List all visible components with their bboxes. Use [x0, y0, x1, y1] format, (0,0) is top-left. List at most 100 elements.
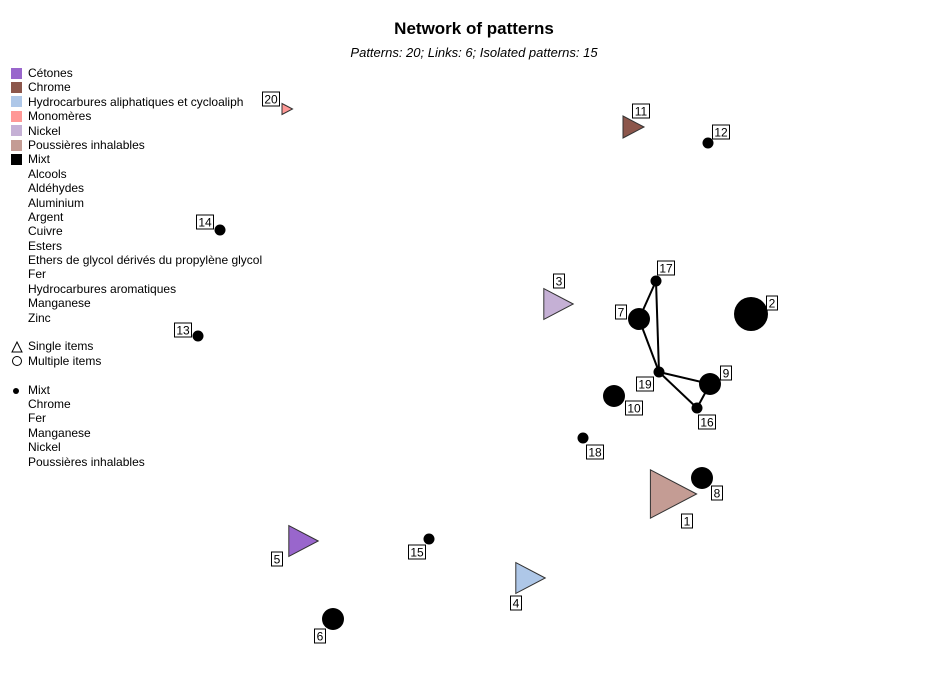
circle-icon [11, 355, 23, 367]
legend-shape-0: Single items [11, 339, 262, 353]
legend-shape-label: Multiple items [28, 353, 102, 368]
node-2[interactable] [734, 297, 768, 331]
svg-text:2: 2 [769, 297, 776, 311]
node-label-4: 4 [510, 595, 522, 611]
legend-item-13: Ethers de glycol dérivés du propylène gl… [11, 253, 262, 267]
legend-mixt-item: Nickel [28, 440, 61, 455]
node-18[interactable] [577, 432, 589, 444]
node-label-19: 19 [636, 376, 654, 392]
legend-swatch [11, 125, 22, 137]
legend-mixt-item: Manganese [28, 425, 91, 440]
legend-mixt-item: Fer [28, 411, 46, 426]
node-label-9: 9 [720, 365, 732, 381]
node-9[interactable] [699, 373, 721, 395]
svg-text:14: 14 [198, 216, 212, 230]
node-6[interactable] [322, 608, 344, 630]
legend-mixt-item: Poussières inhalables [28, 454, 145, 469]
edge-19-16 [658, 371, 698, 409]
legend-label: Cétones [28, 66, 73, 80]
legend-label: Hydrocarbures aliphatiques et cycloaliph [28, 94, 244, 109]
node-label-7: 7 [615, 304, 627, 320]
legend-label: Argent [28, 209, 64, 224]
node-19[interactable] [653, 366, 665, 378]
node-13[interactable] [192, 330, 204, 342]
node-label-13: 13 [174, 322, 192, 338]
svg-text:8: 8 [714, 487, 721, 501]
legend-item-9: Aluminium [11, 196, 262, 210]
node-label-1: 1 [681, 513, 693, 529]
legend-item-15: Hydrocarbures aromatiques [11, 282, 262, 296]
legend-mixt-item-1: Fer [11, 411, 262, 425]
legend-item-0: Cétones [11, 66, 262, 80]
legend-item-8: Aldéhydes [11, 181, 262, 195]
legend-item-17: Zinc [11, 311, 262, 325]
legend-swatch [11, 139, 22, 151]
legend-swatch [11, 110, 22, 122]
legend-label: Monomères [28, 109, 92, 124]
legend-item-14: Fer [11, 267, 262, 281]
legend-label: Cuivre [28, 224, 63, 239]
node-7[interactable] [628, 308, 650, 330]
legend-item-1: Chrome [11, 80, 262, 94]
triangle-icon [11, 340, 23, 353]
legend-mixt-item-3: Nickel [11, 440, 262, 454]
legend-item-16: Manganese [11, 296, 262, 310]
legend-shape-label: Single items [28, 339, 94, 354]
legend-swatch [11, 154, 22, 166]
node-3[interactable] [543, 287, 575, 321]
legend-item-7: Alcools [11, 167, 262, 181]
node-5[interactable] [288, 524, 320, 558]
legend-item-11: Cuivre [11, 224, 262, 238]
legend-mixt-item-2: Manganese [11, 426, 262, 440]
legend-item-4: Nickel [11, 124, 262, 138]
node-15[interactable] [423, 533, 435, 545]
legend-swatch [11, 67, 22, 79]
node-1[interactable] [649, 468, 698, 520]
node-20[interactable] [281, 102, 294, 116]
svg-text:12: 12 [714, 126, 728, 140]
node-8[interactable] [691, 467, 713, 489]
legend-label: Mixt [28, 152, 50, 167]
node-label-16: 16 [698, 414, 716, 430]
svg-text:11: 11 [635, 105, 648, 119]
node-label-15: 15 [408, 544, 426, 560]
svg-text:5: 5 [274, 553, 281, 567]
svg-text:16: 16 [700, 416, 714, 430]
dot-icon [11, 384, 23, 396]
node-label-3: 3 [553, 273, 565, 289]
legend-label: Esters [28, 238, 63, 253]
legend-item-6: Mixt [11, 152, 262, 166]
node-label-5: 5 [271, 551, 283, 567]
svg-text:20: 20 [264, 93, 278, 107]
node-16[interactable] [691, 402, 703, 414]
node-label-20: 20 [262, 91, 280, 107]
legend-item-10: Argent [11, 210, 262, 224]
legend-label: Zinc [28, 310, 51, 325]
legend-item-12: Esters [11, 239, 262, 253]
legend-mixt-item-4: Poussières inhalables [11, 455, 262, 469]
node-label-6: 6 [314, 628, 326, 644]
svg-text:13: 13 [176, 324, 190, 338]
node-label-14: 14 [196, 214, 214, 230]
svg-text:1: 1 [684, 515, 691, 529]
node-14[interactable] [214, 224, 226, 236]
svg-text:10: 10 [627, 402, 641, 416]
svg-text:17: 17 [659, 262, 673, 276]
legend-label: Alcools [28, 166, 67, 181]
node-12[interactable] [702, 137, 714, 149]
legend-label: Manganese [28, 296, 91, 311]
legend-label: Hydrocarbures aromatiques [28, 281, 177, 296]
legend-label: Aldéhydes [28, 181, 85, 196]
svg-text:6: 6 [317, 630, 324, 644]
chart-title: Network of patterns [394, 19, 554, 38]
node-4[interactable] [515, 561, 547, 595]
legend-swatch [11, 82, 22, 94]
chart-subtitle: Patterns: 20; Links: 6; Isolated pattern… [350, 45, 598, 60]
node-17[interactable] [650, 275, 662, 287]
node-10[interactable] [603, 385, 625, 407]
node-label-17: 17 [657, 260, 675, 276]
node-label-12: 12 [712, 124, 730, 140]
legend-item-2: Hydrocarbures aliphatiques et cycloaliph [11, 95, 262, 109]
node-11[interactable] [622, 115, 646, 139]
